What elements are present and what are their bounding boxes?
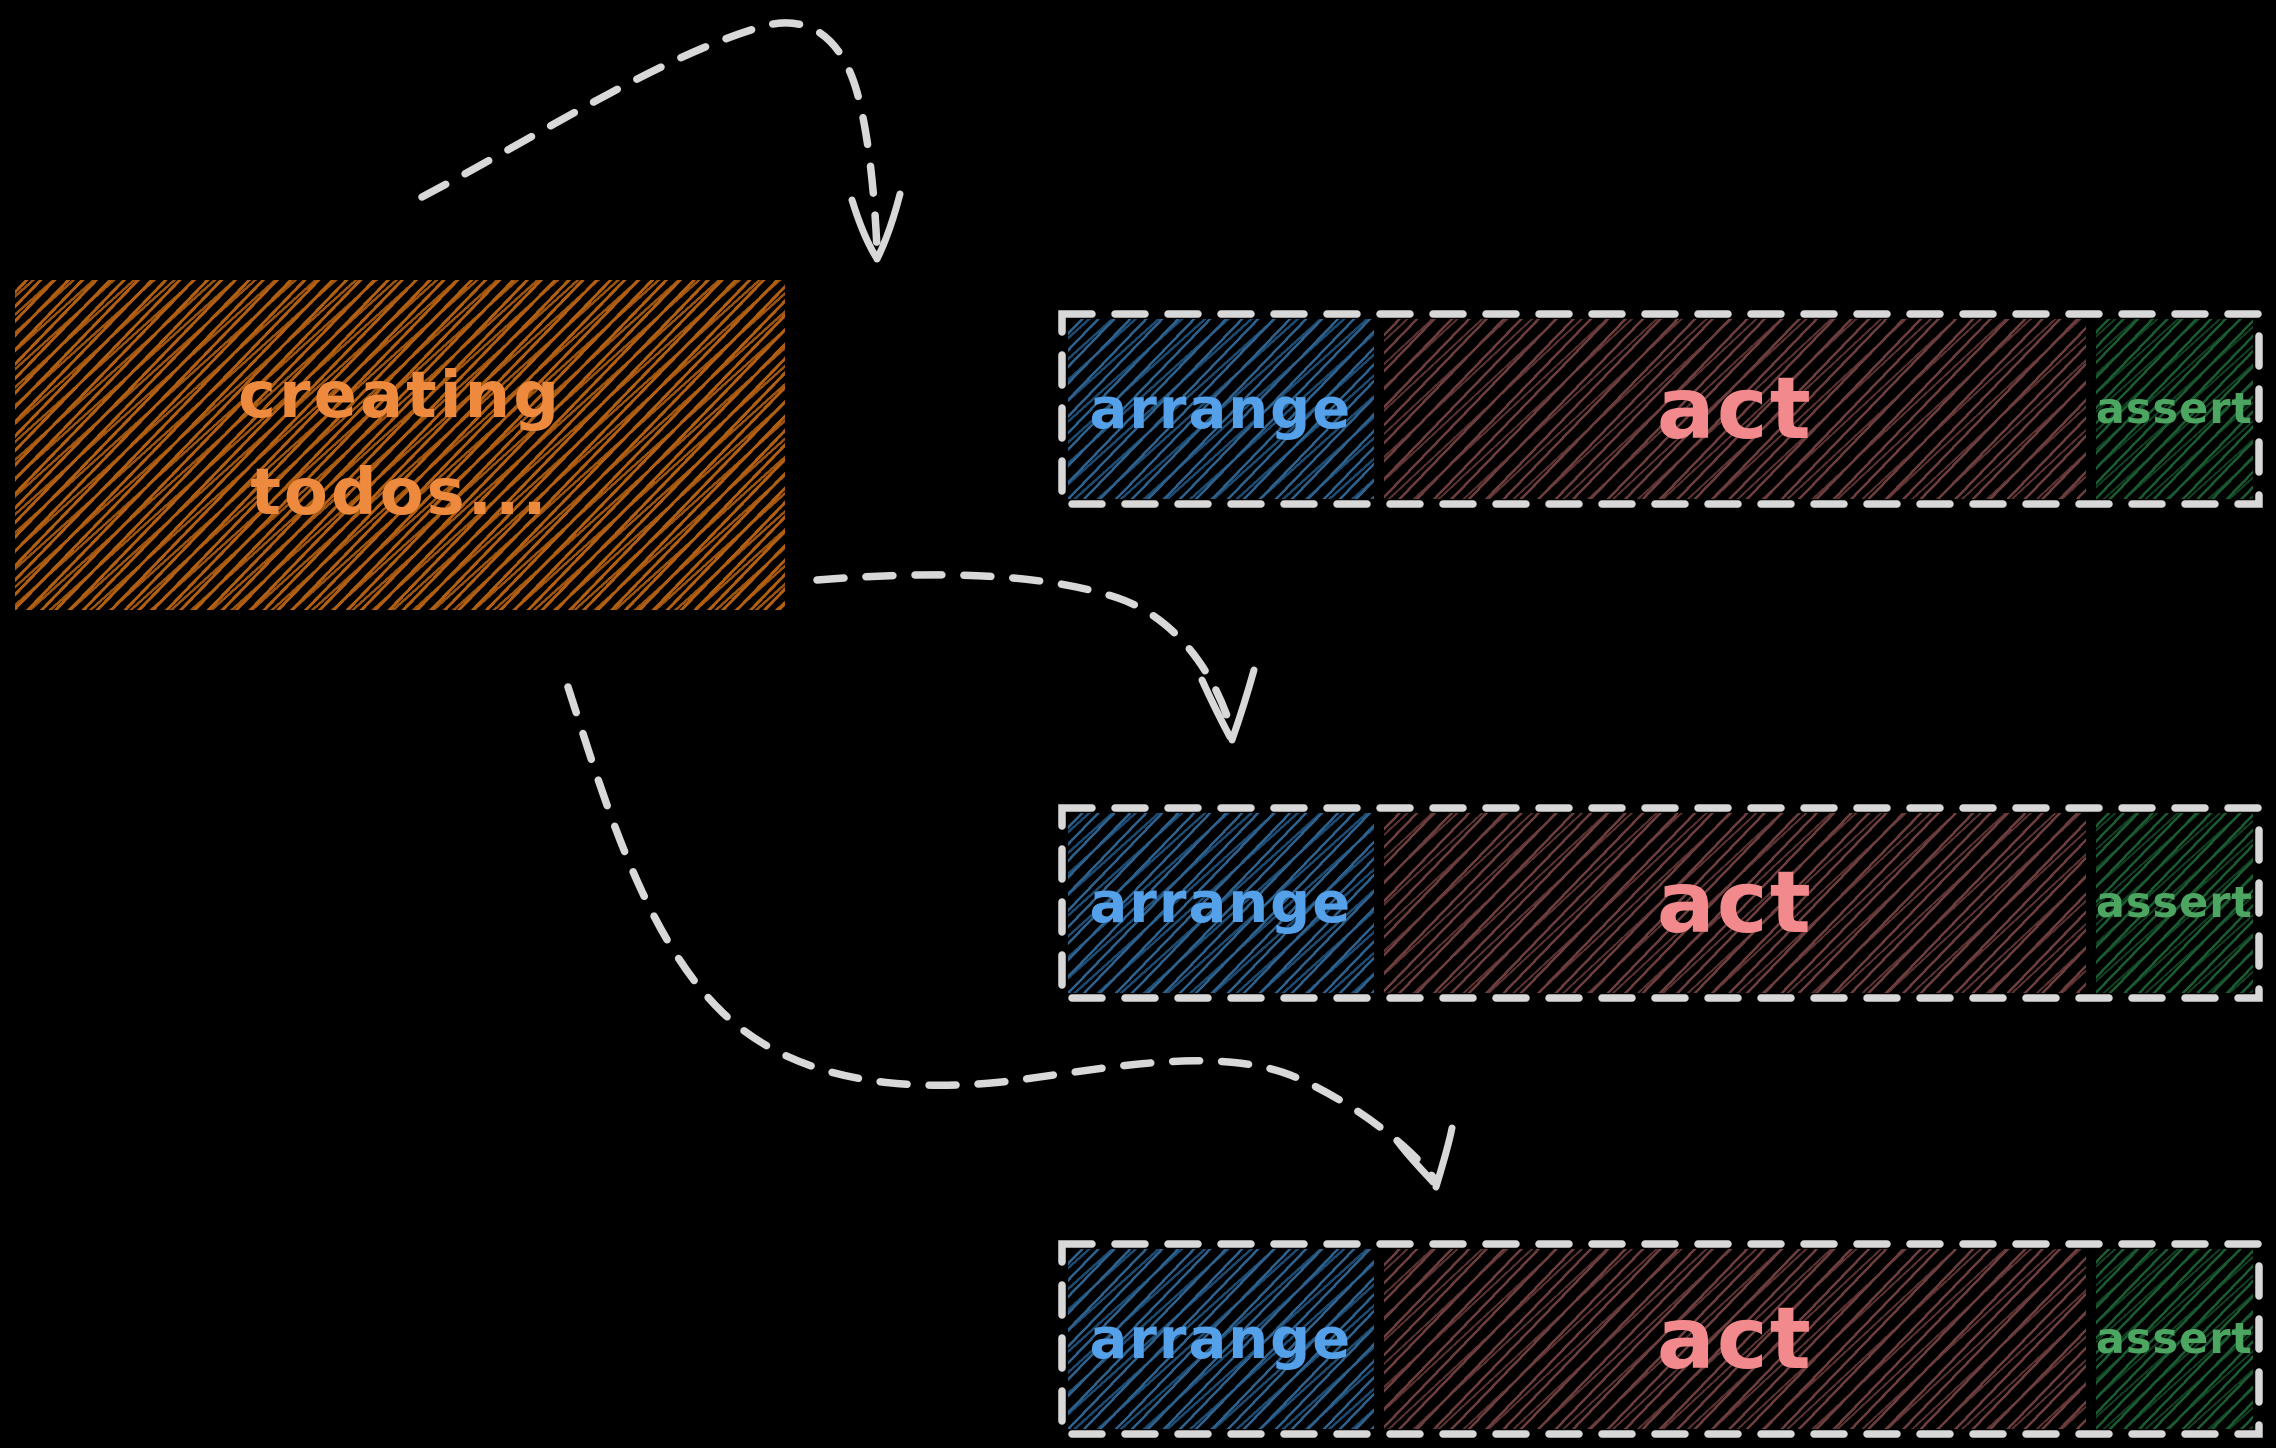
- arrow-1-head-icon: [848, 190, 904, 263]
- arrange-segment: arrange: [1068, 813, 1374, 993]
- assert-label: assert: [2095, 384, 2253, 434]
- assert-segment: assert: [2095, 813, 2253, 993]
- todos-label-line-1: creating: [238, 359, 562, 433]
- act-segment: act: [1383, 1249, 2086, 1429]
- arrow-2-dashed-line: [813, 571, 1235, 732]
- todos-label-line-2: todos...: [250, 456, 550, 530]
- creating-todos-box: creating todos...: [15, 280, 785, 610]
- arrange-segment: arrange: [1068, 319, 1374, 499]
- act-label: act: [1656, 1289, 1813, 1389]
- test-run-2: arrange act assert: [1058, 804, 2263, 1002]
- test-run-1: arrange act assert: [1058, 310, 2263, 508]
- arrow-to-run-1: [418, 19, 904, 263]
- dashed-border: [1058, 804, 2263, 1002]
- arrow-1-dashed-line: [418, 19, 881, 254]
- assert-label: assert: [2095, 878, 2253, 928]
- arrow-to-run-2: [813, 571, 1258, 744]
- arrow-2-head-icon: [1198, 666, 1258, 744]
- dashed-border: [1058, 1240, 2263, 1438]
- arrange-label: arrange: [1089, 1306, 1353, 1372]
- dashed-border: [1058, 310, 2263, 508]
- act-label: act: [1656, 853, 1813, 953]
- assert-label: assert: [2095, 1314, 2253, 1364]
- act-label: act: [1656, 359, 1813, 459]
- arrow-3-head-icon: [1394, 1124, 1456, 1191]
- assert-segment: assert: [2095, 319, 2253, 499]
- test-run-3: arrange act assert: [1058, 1240, 2263, 1438]
- arrange-segment: arrange: [1068, 1249, 1374, 1429]
- assert-segment: assert: [2095, 1249, 2253, 1429]
- act-segment: act: [1383, 319, 2086, 499]
- act-segment: act: [1383, 813, 2086, 993]
- arrange-label: arrange: [1089, 376, 1353, 442]
- arrange-label: arrange: [1089, 870, 1353, 936]
